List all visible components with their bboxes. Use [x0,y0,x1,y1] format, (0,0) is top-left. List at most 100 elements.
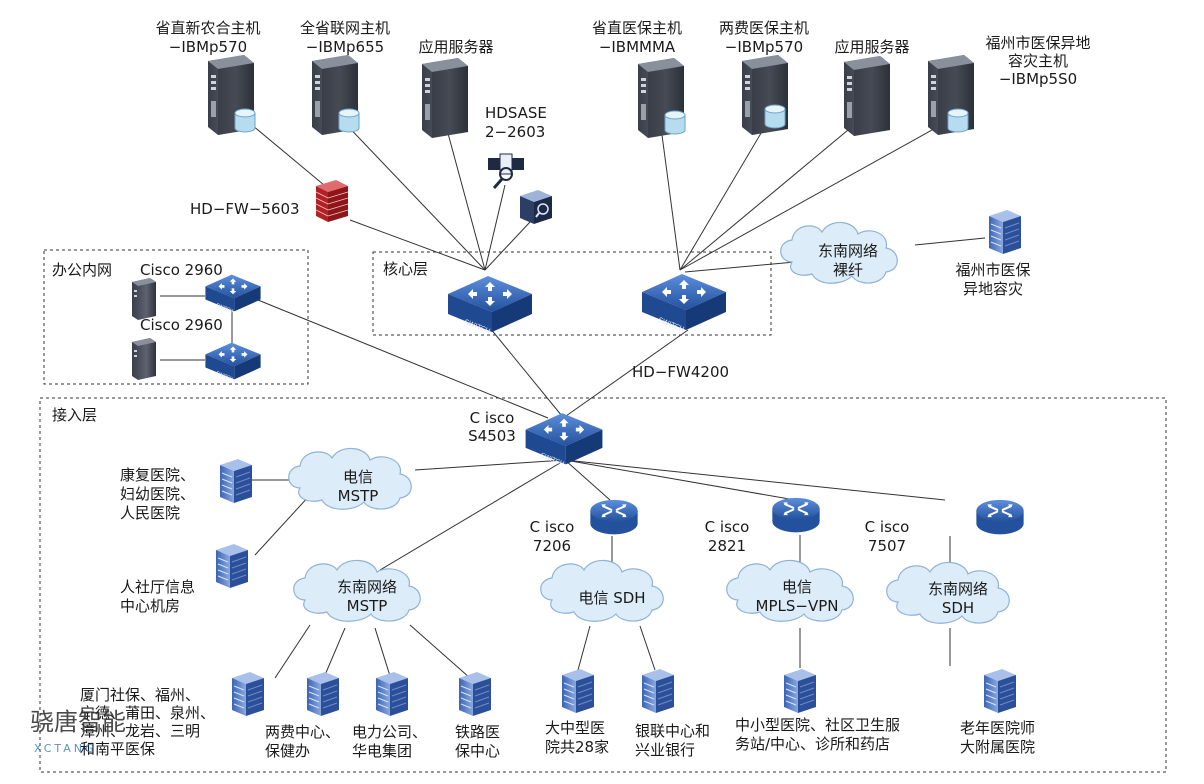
security-scanner-icon [486,152,526,190]
r2821-label: C isco [705,518,750,536]
database-icon [664,110,686,135]
site-label: 宁德、莆田、泉州、 [80,704,215,722]
server-label: −IBMp570 [725,38,803,56]
cisco2960-label: Cisco 2960 [140,261,223,279]
cloud-label: MSTP [338,487,379,505]
building-icon [219,458,253,504]
cloud-tel-mstp [288,447,412,510]
pc-icon [132,278,156,320]
server-label: 省直新农合主机 [155,19,260,37]
site-label: 妇幼医院、 [120,485,195,503]
cloud-se-mstp [293,559,421,622]
site-label: 福州市医保 [955,261,1030,279]
site-label: 两费中心、 [265,723,340,741]
cloud-se-fiber [780,221,898,284]
site-label: 中心机房 [120,597,180,615]
site-label: 和南平医保 [80,740,155,758]
site-label: 漳州、龙岩、三明 [80,722,200,740]
site-label: 务站/中心、诊所和药店 [735,735,890,753]
server-label: 应用服务器 [418,38,493,56]
cloud-labels: 东南网络 裸纤 电信 MSTP 东南网络 MSTP 电信 SDH 电信 MPLS… [337,242,988,617]
r7507-label: C isco [865,518,910,536]
site-label: 老年医院师 [960,719,1035,737]
office-zone-label: 办公内网 [52,261,112,279]
building-icon [983,668,1017,714]
site-label: 人社厅信息 [120,578,195,596]
site-label: 厦门社保、福州、 [80,686,200,704]
site-label: 人民医院 [120,504,180,522]
database-icon [764,104,786,129]
building-icon [231,671,265,717]
fw4200-label: HD−FW4200 [632,363,729,381]
building-icon [375,671,409,717]
hdsase-label: 2−2603 [485,123,545,141]
pc-icon [132,338,156,380]
server-icon [844,56,890,136]
server-label: −IBMp655 [306,38,384,56]
building-icon [215,543,249,589]
r7507-label: 7507 [868,537,906,555]
site-label: 保中心 [455,742,500,760]
server-label: −IBMp5S0 [999,70,1077,88]
fw5603-label: HD−FW−5603 [190,200,300,218]
site-label: 铁路医 [455,723,500,741]
core-zone-label: 核心层 [383,260,428,278]
building-icon [306,671,340,717]
building-icon [641,668,675,714]
core-switch-icon [448,276,532,336]
cloud-label: 电信 [343,468,373,486]
cloud-label: SDH [942,599,974,617]
database-icon [234,108,256,133]
cloud-label: MPLS−VPN [756,597,839,615]
building-icon [783,668,817,714]
router-icon [589,498,639,536]
r2821-label: 2821 [708,537,746,555]
cloud-label: 东南网络 [928,580,988,598]
server-label: 省直医保主机 [592,19,682,37]
building-icon [988,209,1022,255]
server-label: 全省联网主机 [300,19,390,37]
clouds [288,221,1010,624]
server-icons [208,55,974,138]
building-icon [561,668,595,714]
cloud-se-sdh [886,561,1010,624]
r7206-label: 7206 [533,537,571,555]
site-label: 华电集团 [352,742,412,760]
watermark: 骁唐智能 XCTANG [30,708,126,755]
cloud-label: MSTP [347,597,388,615]
site-label: 中小型医院、社区卫生服 [735,716,900,734]
core-zone-frame [372,251,772,336]
server-labels: 省直新农合主机 −IBMp570 全省联网主机 −IBMp655 应用服务器 省… [155,19,1090,88]
building-icon [458,671,492,717]
site-label: 大附属医院 [960,738,1035,756]
security-appliance-icon [519,189,553,225]
site-label: 保健办 [265,742,310,760]
server-label: 应用服务器 [834,38,909,56]
cloud-tel-sdh [540,559,664,622]
s4503-label: C isco [470,409,515,427]
site-label: 银联中心和 [635,722,710,740]
server-label: 福州市医保异地 [985,34,1090,52]
core-switch-icon [642,274,726,334]
database-icon [338,108,360,133]
database-icon [947,108,969,133]
firewall-icon [315,179,349,223]
office-switch-icon [205,342,261,382]
office-switch-icon [205,274,261,314]
r7206-label: C isco [530,518,575,536]
server-label: −IBMMMA [599,38,676,56]
links [160,114,986,679]
site-label: 大中型医 [545,719,605,737]
cloud-label: 电信 SDH [578,589,645,607]
office-zone-frame [43,249,309,385]
site-labels: 福州市医保 异地容灾 康复医院、 妇幼医院、 人民医院 人社厅信息 中心机房 厦… [80,261,1035,760]
router-icon [771,496,821,534]
server-label: −IBMp570 [169,38,247,56]
cloud-label: 电信 [782,578,812,596]
site-label: 康复医院、 [120,466,195,484]
access-zone-label: 接入层 [52,406,97,424]
cisco2960-label: Cisco 2960 [140,316,223,334]
server-label: 容灾主机 [1008,52,1068,70]
site-label: 电力公司、 [352,723,427,741]
site-label: 异地容灾 [963,280,1023,298]
